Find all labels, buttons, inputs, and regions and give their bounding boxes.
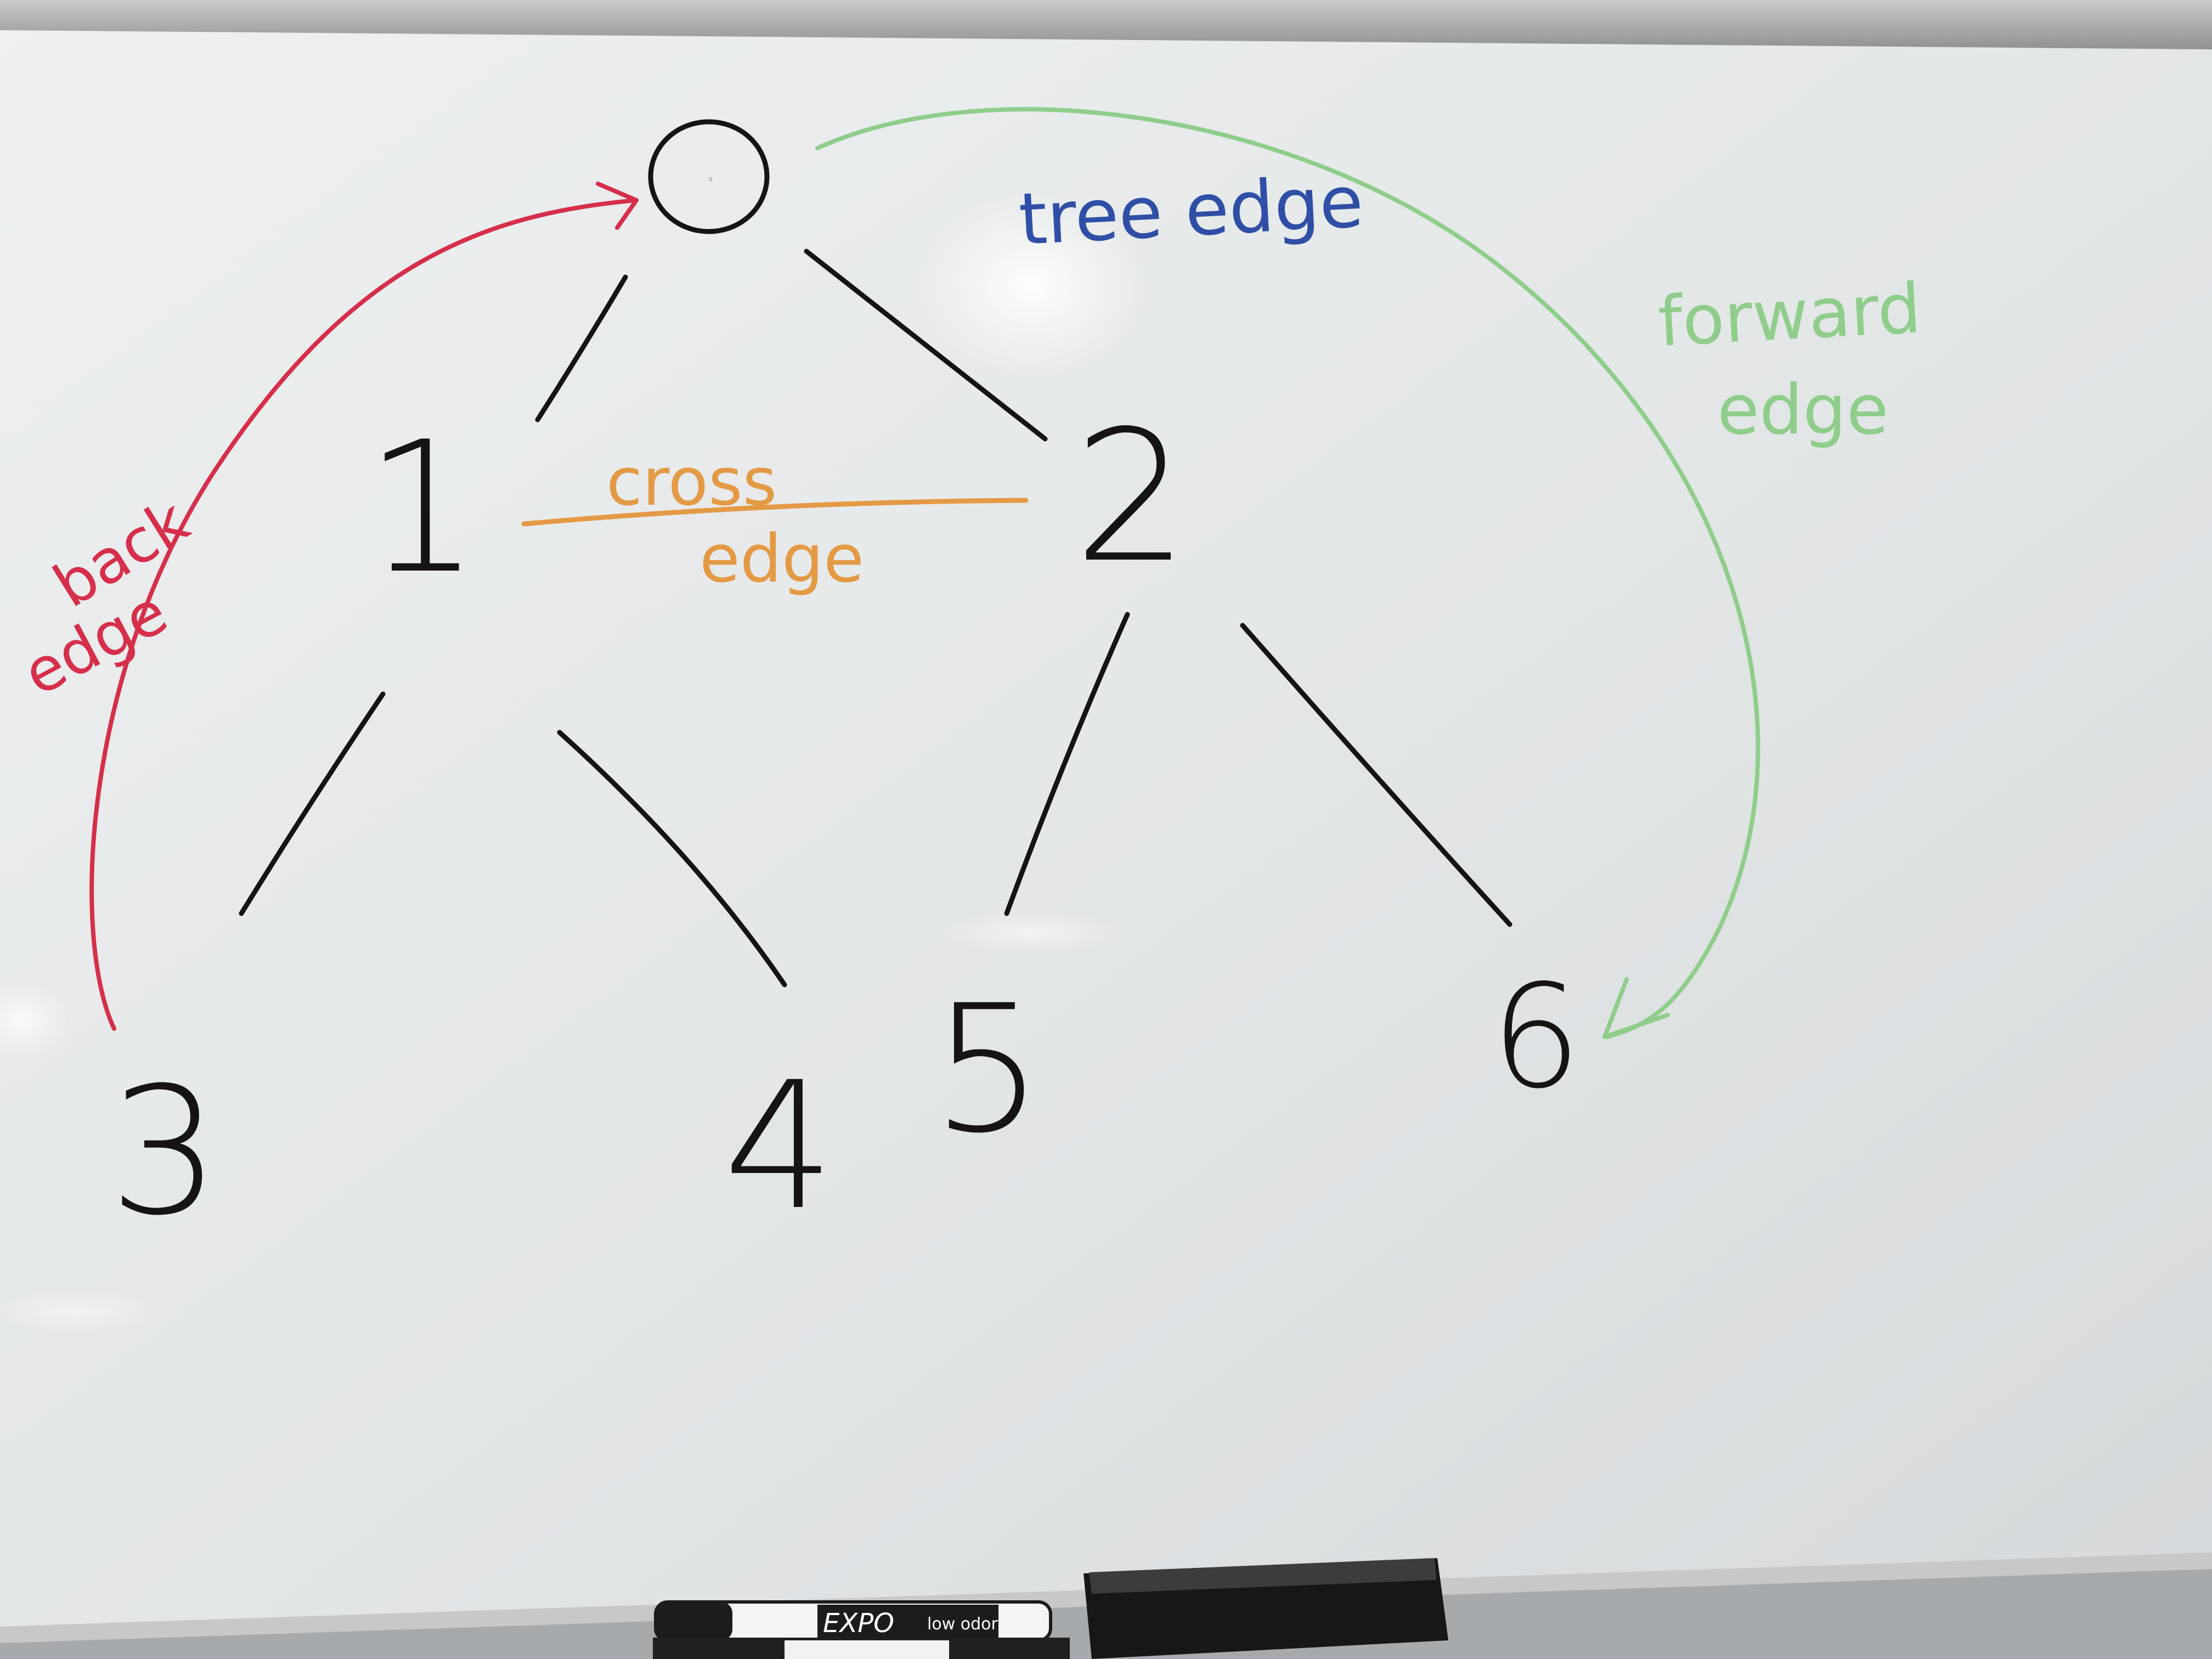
forward-edge-line xyxy=(815,107,1760,1039)
node-5-label: 5 xyxy=(932,968,1043,1172)
node-0: 0 xyxy=(648,119,770,234)
node-1-label: 1 xyxy=(365,403,480,613)
node-6-label: 6 xyxy=(1491,955,1581,1120)
light-glare xyxy=(916,192,1147,379)
node-4-label: 4 xyxy=(723,1045,835,1249)
forward-edge-label-line1: forward xyxy=(1656,269,1923,362)
cross-edge-line xyxy=(521,498,1029,527)
tree-edge-2-5 xyxy=(1004,612,1130,916)
marker-tagline: low odor xyxy=(927,1615,998,1634)
node-2-label: 2 xyxy=(1074,392,1189,602)
marker-brand: EXPO xyxy=(823,1608,894,1639)
forward-edge-arrowhead xyxy=(1602,977,1670,1039)
cross-edge-label-line1: cross xyxy=(606,444,777,521)
forward-edge-label-line2: edge xyxy=(1717,370,1889,450)
tree-edge-1-3 xyxy=(239,691,386,916)
node-0-label: 0 xyxy=(709,177,712,183)
node-3-label: 3 xyxy=(109,1050,221,1254)
back-edge-arrowhead xyxy=(596,182,639,230)
cross-edge-label-line2: edge xyxy=(699,521,864,597)
tree-edge-label: tree edge xyxy=(1017,160,1365,261)
tree-edge-1-4 xyxy=(557,730,787,988)
tree-edges xyxy=(239,249,1513,988)
tree-edge-0-1 xyxy=(535,274,628,422)
whiteboard-eraser xyxy=(1084,1558,1448,1659)
dry-erase-markers: EXPO low odor xyxy=(653,1600,1070,1659)
tree-edge-0-2 xyxy=(804,249,1048,442)
board-frame-top xyxy=(0,0,2212,49)
back-edge-line xyxy=(89,198,639,1031)
tree-edge-2-6 xyxy=(1240,623,1513,927)
